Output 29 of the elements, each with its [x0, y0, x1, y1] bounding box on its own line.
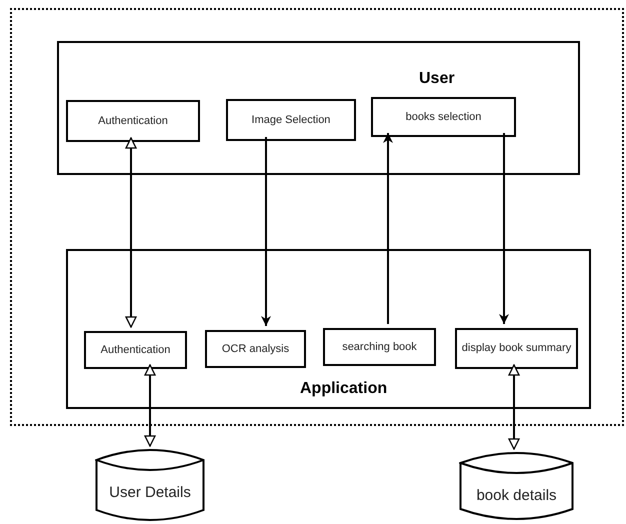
- arrow: [144, 364, 156, 447]
- box-label: Authentication: [100, 342, 170, 358]
- database-cylinder: [95, 446, 205, 522]
- arrow: [125, 137, 137, 328]
- process-box: [84, 331, 187, 369]
- group-box: [66, 249, 591, 409]
- process-box: [323, 328, 436, 366]
- process-box: [66, 100, 200, 142]
- database-cylinder: [459, 449, 574, 521]
- box-label: display book summary: [462, 341, 572, 356]
- box-label: OCR analysis: [222, 342, 290, 357]
- system-boundary: [10, 8, 624, 426]
- database-label: book details: [475, 486, 558, 506]
- box-label: books selection: [406, 110, 482, 125]
- arrow: [499, 133, 509, 324]
- arrow: [261, 137, 271, 326]
- arrow: [508, 364, 520, 450]
- group-title: Application: [300, 379, 388, 399]
- box-label: searching book: [342, 340, 417, 355]
- process-box: [205, 330, 306, 368]
- database-label: User Details: [108, 483, 192, 503]
- group-box: [57, 41, 580, 175]
- process-box: [371, 97, 516, 137]
- box-label: Authentication: [98, 114, 168, 129]
- group-title: User: [419, 69, 455, 89]
- box-label: Image Selection: [252, 112, 330, 128]
- process-box: [455, 328, 578, 369]
- process-box: [226, 99, 356, 141]
- arrow: [383, 133, 393, 324]
